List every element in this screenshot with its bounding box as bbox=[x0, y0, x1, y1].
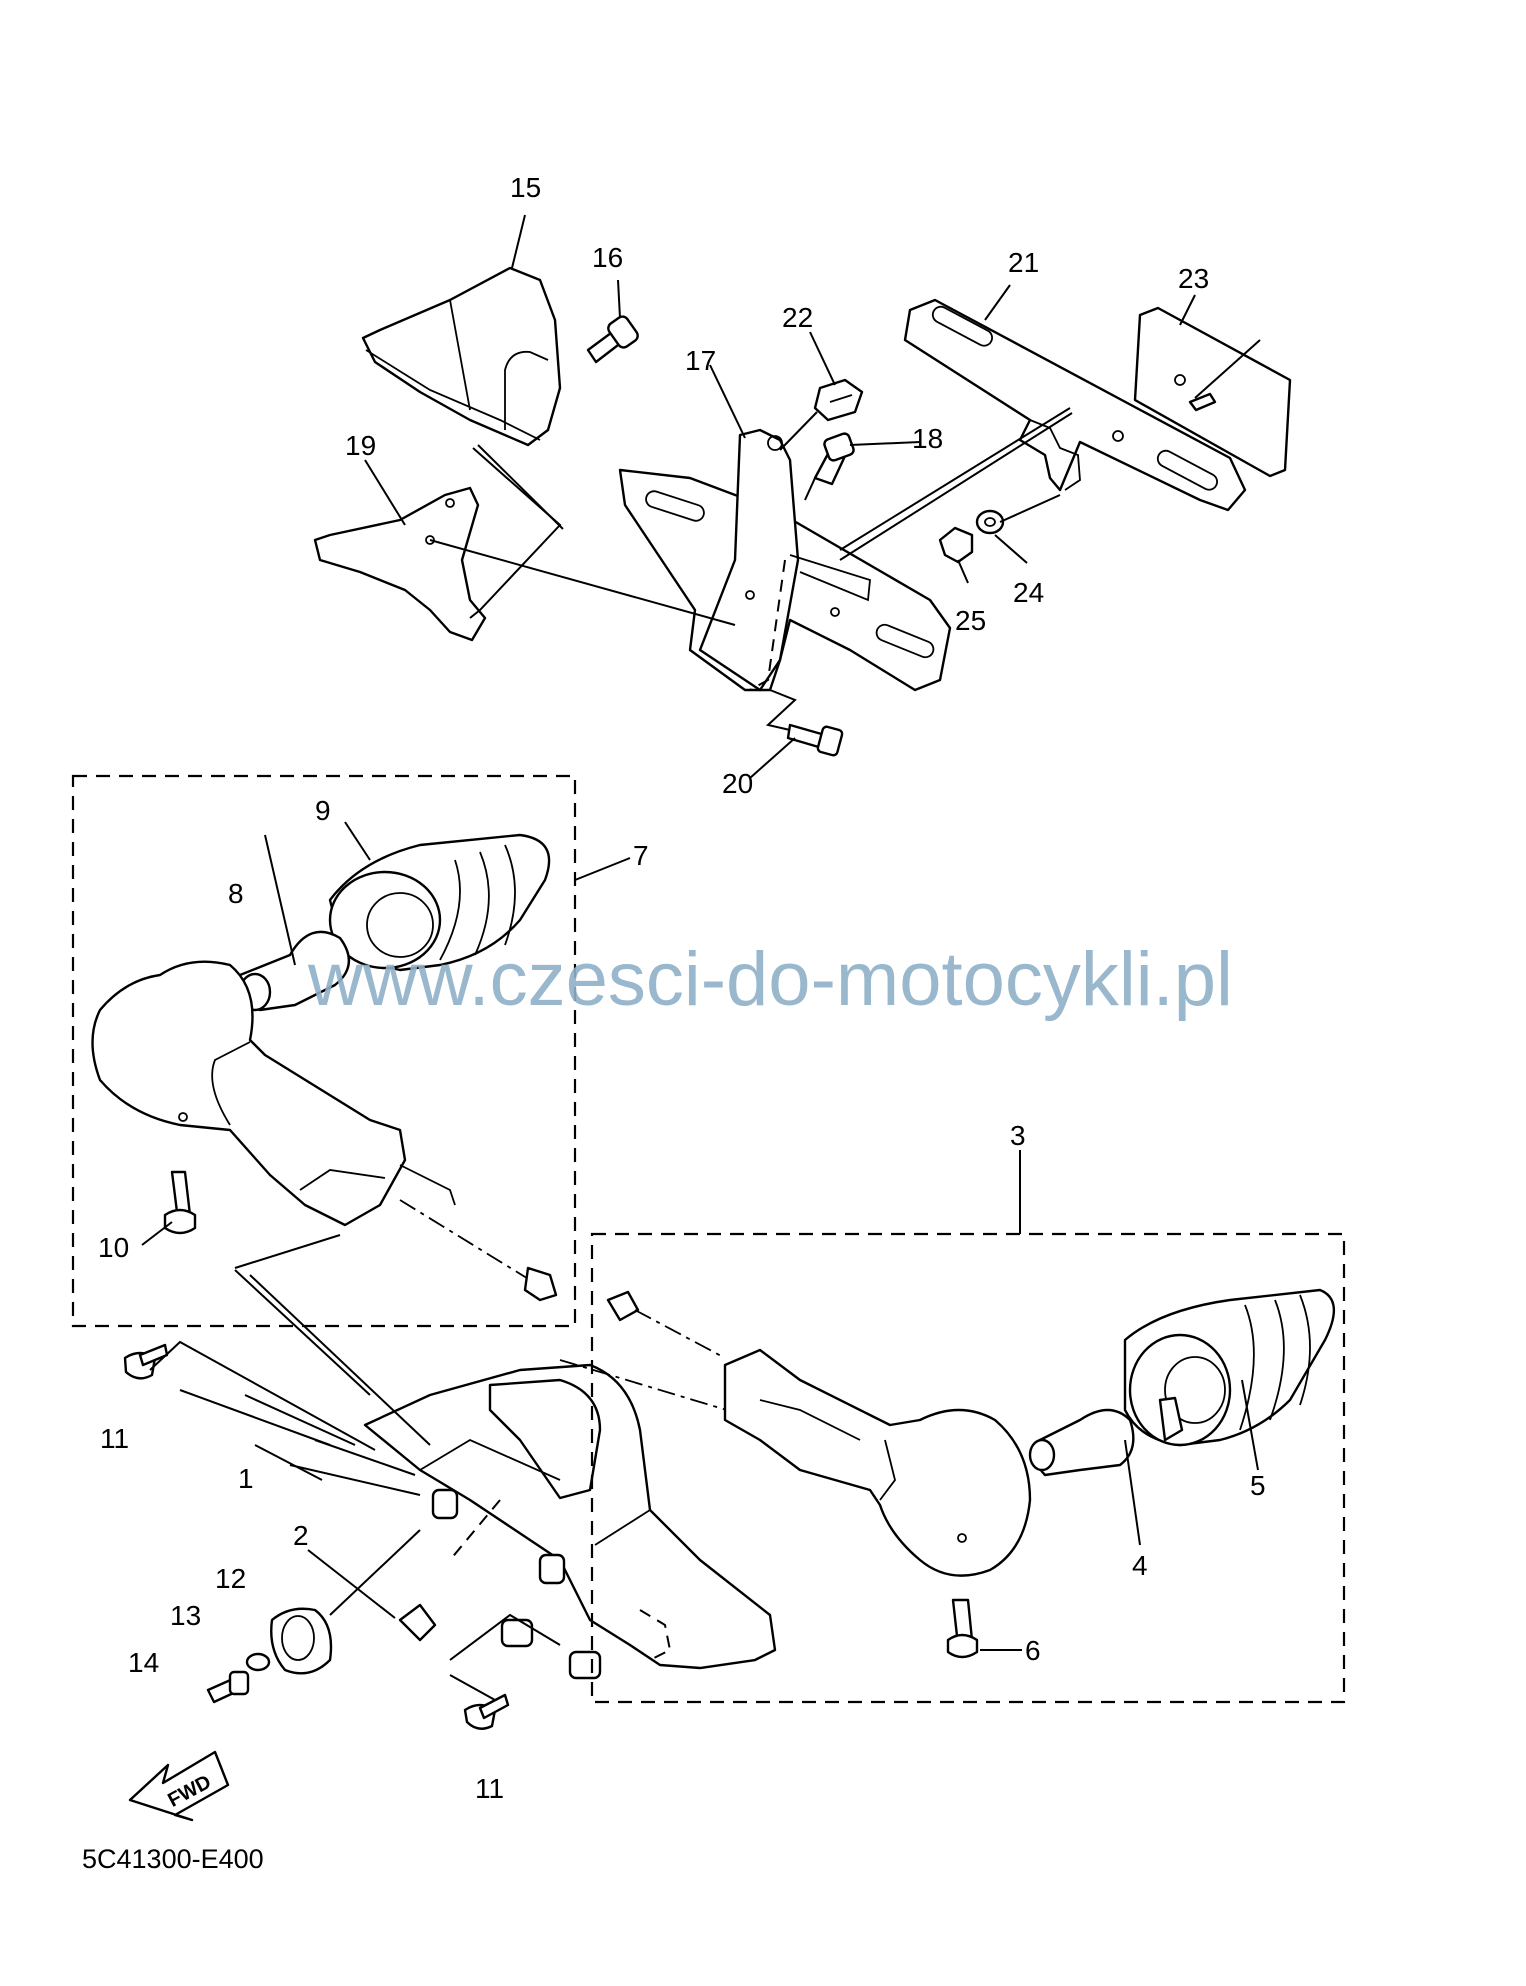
part-cover bbox=[361, 266, 562, 447]
part-lens-5 bbox=[1123, 1288, 1336, 1447]
part-bracket-19 bbox=[313, 486, 487, 642]
label-part-23: 23 bbox=[1178, 263, 1209, 294]
part-bolt-20 bbox=[786, 723, 844, 757]
part-bulb-2 bbox=[398, 1603, 602, 1680]
part-reflector-23 bbox=[1133, 306, 1292, 478]
watermark-text: www.czesci-do-motocykli.pl bbox=[307, 937, 1233, 1022]
part-nut-25 bbox=[938, 526, 974, 564]
part-lens-9 bbox=[328, 833, 551, 972]
label-part-24: 24 bbox=[1013, 577, 1044, 608]
label-part-4: 4 bbox=[1132, 1550, 1148, 1581]
part-screw-10 bbox=[163, 1170, 197, 1235]
part-screw-11-bottom bbox=[463, 1693, 510, 1730]
part-screw-11-left bbox=[123, 1343, 169, 1380]
part-housing-3 bbox=[723, 1348, 1032, 1577]
group-box-7 bbox=[71, 774, 577, 1328]
part-connector-right bbox=[606, 1290, 726, 1359]
label-part-5: 5 bbox=[1250, 1470, 1266, 1501]
label-part-18: 18 bbox=[912, 423, 943, 454]
part-housing-7 bbox=[91, 960, 456, 1227]
part-nut-22 bbox=[813, 378, 864, 422]
label-part-21: 21 bbox=[1008, 247, 1039, 278]
part-bolt-18 bbox=[813, 432, 855, 486]
part-screw-14 bbox=[206, 1670, 250, 1704]
part-washer-13 bbox=[245, 1652, 271, 1672]
label-part-2: 2 bbox=[293, 1520, 309, 1551]
label-part-1: 1 bbox=[238, 1463, 254, 1494]
label-part-11-bottom: 11 bbox=[475, 1773, 504, 1804]
part-screw-16 bbox=[586, 315, 639, 364]
label-part-20: 20 bbox=[722, 768, 753, 799]
label-part-8: 8 bbox=[228, 878, 244, 909]
label-part-7: 7 bbox=[633, 840, 649, 871]
label-part-14: 14 bbox=[128, 1647, 159, 1678]
label-part-11-left: 11 bbox=[100, 1423, 129, 1454]
label-part-9: 9 bbox=[315, 795, 331, 826]
label-part-13: 13 bbox=[170, 1600, 201, 1631]
part-bulb-8 bbox=[238, 930, 350, 1012]
part-washer-24 bbox=[975, 509, 1005, 535]
label-part-17: 17 bbox=[685, 345, 716, 376]
fwd-arrow-icon: FWD bbox=[128, 1750, 230, 1822]
label-part-10: 10 bbox=[98, 1232, 129, 1263]
group-box-3 bbox=[590, 1232, 1346, 1704]
label-part-19: 19 bbox=[345, 430, 376, 461]
part-socket-1 bbox=[431, 1488, 566, 1585]
label-part-25: 25 bbox=[955, 605, 986, 636]
part-license-bracket-21 bbox=[903, 298, 1247, 512]
part-plate-17 bbox=[618, 428, 952, 692]
label-part-22: 22 bbox=[782, 302, 813, 333]
part-screw-6 bbox=[946, 1598, 979, 1659]
label-part-6: 6 bbox=[1025, 1635, 1041, 1666]
label-part-3: 3 bbox=[1010, 1120, 1026, 1151]
part-bulb-4 bbox=[1028, 1408, 1135, 1477]
label-part-12: 12 bbox=[215, 1563, 246, 1594]
label-part-16: 16 bbox=[592, 242, 623, 273]
part-grommet-12 bbox=[270, 1607, 333, 1675]
part-tail-housing bbox=[363, 1363, 777, 1670]
label-part-15: 15 bbox=[510, 172, 541, 203]
part-connector-left bbox=[399, 1199, 558, 1302]
drawing-code: 5C41300-E400 bbox=[82, 1844, 264, 1874]
